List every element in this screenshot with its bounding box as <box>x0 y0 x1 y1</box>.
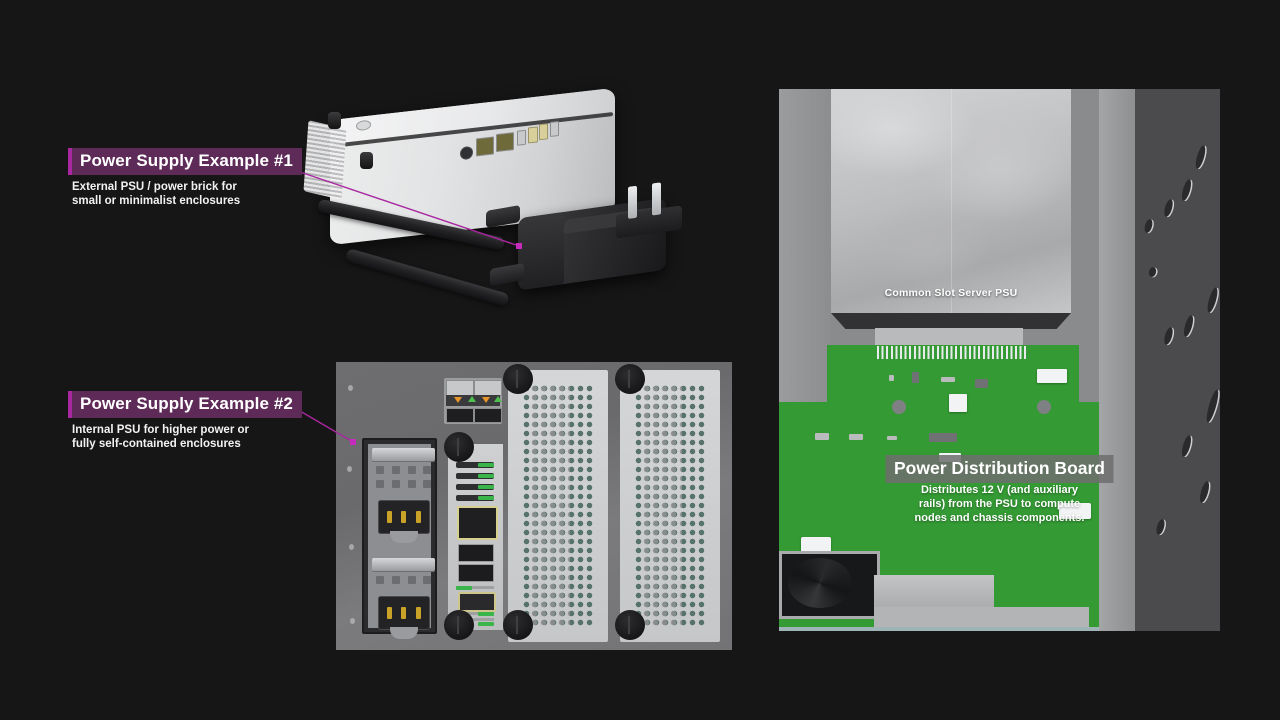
pdb-smd-1 <box>889 375 894 381</box>
usb-port-2-icon <box>550 120 559 138</box>
io-slot-3 <box>456 484 494 490</box>
mini-pc-vent-grille <box>303 120 347 200</box>
callout-2-subtitle: Internal PSU for higher power or fully s… <box>72 423 249 451</box>
vent-hole-10 <box>1204 388 1220 424</box>
pdb-subtitle: Distributes 12 V (and auxiliary rails) f… <box>914 484 1085 525</box>
pdb-smd-2 <box>912 372 919 383</box>
thumbscrew-card2-top <box>615 364 645 394</box>
hdmi-port-plate-icon <box>458 592 496 612</box>
pdb-smd-7 <box>887 436 897 440</box>
thumbscrew-card2-bottom <box>615 610 645 640</box>
usb-port-upper-icon <box>458 544 494 562</box>
lan-port-2-icon <box>496 132 514 153</box>
vent-hole-4 <box>1162 198 1175 218</box>
io-slot-4 <box>456 495 494 501</box>
io-slot-2 <box>456 473 494 479</box>
vent-hole-12 <box>1198 480 1211 504</box>
usb-port-1-icon <box>517 129 526 146</box>
chassis-screw-bottom-left <box>350 618 355 624</box>
vent-hole-8 <box>1182 314 1195 338</box>
motherboard-io-plate <box>448 444 503 630</box>
vent-hole-2 <box>1193 144 1208 170</box>
vent-hole-13 <box>1154 518 1167 536</box>
lan-port-1-icon <box>476 136 494 157</box>
internal-psu-face <box>368 444 435 639</box>
mini-pc-antenna-knob-right <box>360 152 373 169</box>
psu-connector-neck <box>875 328 1023 346</box>
thumbscrew-card1-bottom <box>503 610 533 640</box>
io-led-1 <box>478 463 494 467</box>
expansion-card-2 <box>620 370 720 642</box>
callout-power-supply-example-1: Power Supply Example #1 External PSU / p… <box>68 148 302 209</box>
common-slot-server-psu: Common Slot Server PSU <box>831 89 1071 313</box>
hdmi-port-icon <box>528 126 538 144</box>
audio-jack-icon <box>460 145 473 161</box>
pdb-smd-5 <box>815 433 829 440</box>
vent-hole-9 <box>1162 326 1175 346</box>
vent-hole-5 <box>1143 218 1154 234</box>
internal-psu-bay <box>362 438 437 639</box>
tray-edge-highlight <box>779 627 1099 631</box>
vent-hole-11 <box>1180 434 1193 458</box>
ac-prong-left <box>628 185 637 219</box>
iec-inlet-lower <box>378 596 430 639</box>
callout-1-subtitle: External PSU / power brick for small or … <box>72 180 241 208</box>
chassis-screw-low-left <box>349 544 354 550</box>
thumbscrew-ioplate-top <box>444 432 474 462</box>
pdb-white-chip <box>949 394 967 412</box>
io-led-3 <box>478 485 494 489</box>
iec-inlet-upper <box>378 500 430 543</box>
pdb-white-connector-left <box>801 537 831 553</box>
usb-port-lower-icon <box>458 564 494 582</box>
ac-prong-right <box>652 182 661 216</box>
psu-handle-upper <box>372 448 435 461</box>
psu-vent-dots-lower <box>376 576 431 600</box>
psu-label: Common Slot Server PSU <box>884 287 1018 299</box>
vent-hole-6 <box>1147 266 1158 278</box>
power-brick-front-face <box>518 211 564 291</box>
expansion-card-1 <box>508 370 608 642</box>
psu-handle-lower <box>372 558 435 571</box>
power-distribution-board-render: Common Slot Server PSU Power Distributio… <box>779 89 1220 631</box>
ac-plug-prongs <box>616 179 682 239</box>
psu-vent-dots-upper <box>376 466 431 490</box>
pdb-white-connector-1 <box>1037 369 1067 383</box>
sfp-network-ports <box>444 378 502 424</box>
chassis-screw-top-left <box>348 385 353 391</box>
pdb-smd-8 <box>929 433 957 442</box>
pdb-smd-3 <box>941 377 955 382</box>
io-led-4 <box>478 496 494 500</box>
internal-psu-chassis-render <box>336 362 732 650</box>
io-led-2 <box>478 474 494 478</box>
ac-cable-lower <box>344 247 510 307</box>
external-psu-render <box>299 87 700 353</box>
displayport-icon <box>539 123 548 141</box>
chassis-wall-dark <box>1135 89 1220 631</box>
ac-plug-base <box>616 205 682 239</box>
chassis-screw-mid-left <box>347 466 352 472</box>
thumbscrew-ioplate-bottom <box>444 610 474 640</box>
thumbscrew-card1-top <box>503 364 533 394</box>
card-2-mesh-highlight <box>642 384 682 628</box>
rj45-port-icon <box>457 506 498 540</box>
callout-2-title: Power Supply Example #2 <box>68 391 302 418</box>
callout-1-title: Power Supply Example #1 <box>68 148 302 175</box>
pdb-smd-6 <box>849 434 863 440</box>
pdb-capacitor-1 <box>892 400 906 414</box>
pdb-title: Power Distribution Board <box>885 455 1114 483</box>
vent-hole-7 <box>1205 286 1220 314</box>
mini-pc-antenna-knob-left <box>328 112 341 129</box>
pdb-smd-4 <box>975 379 988 388</box>
pdb-pin-header-row <box>877 346 1027 359</box>
pdb-capacitor-2 <box>1037 400 1051 414</box>
card-1-mesh-highlight <box>530 384 570 628</box>
vent-hole-3 <box>1180 178 1193 202</box>
psu-panel-split <box>951 89 952 313</box>
callout-power-supply-example-2: Power Supply Example #2 Internal PSU for… <box>68 391 302 452</box>
psu-bottom-bevel <box>831 313 1071 329</box>
io-slot-1 <box>456 462 494 468</box>
chassis-wall-right <box>1099 89 1135 631</box>
pdb-white-connector-right <box>1059 503 1091 519</box>
chassis-fan <box>779 551 880 619</box>
